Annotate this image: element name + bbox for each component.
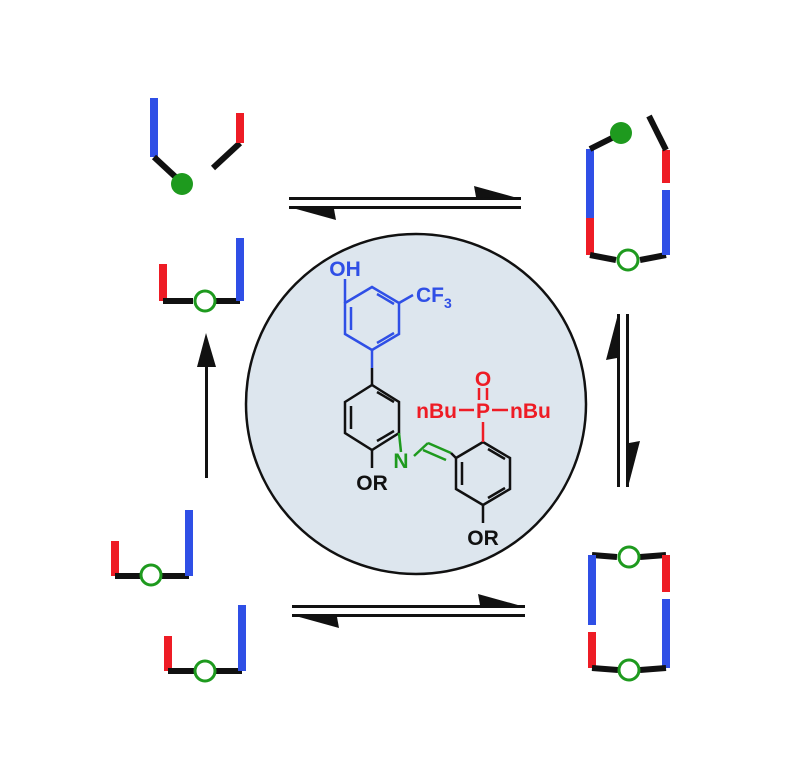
imine-node-left-upper — [193, 289, 217, 313]
monomer-u-left-lower-b — [164, 605, 246, 674]
alkoxy-label-left: OR — [356, 472, 388, 495]
phenol-ring — [343, 279, 414, 368]
butyl-label-right: nBu — [510, 400, 551, 423]
hydroxyl-label: OH — [329, 258, 361, 281]
phosphine-oxide-group — [459, 388, 508, 442]
imine-nitrogen-label: N — [393, 450, 408, 473]
imine-linker — [397, 432, 452, 462]
complex-partial-top-right — [586, 114, 670, 263]
phosphoryl-oxygen-label: O — [475, 368, 491, 391]
monomer-u-left-upper — [159, 238, 244, 304]
imine-node-top-right — [616, 248, 640, 272]
imine-node-bottom-right-top — [617, 545, 641, 569]
cf-text: CF — [416, 284, 444, 307]
cf3-subscript: 3 — [444, 295, 452, 311]
trifluoromethyl-label: CF3 — [416, 284, 452, 311]
imine-node-left-lower-b — [193, 659, 217, 683]
equilibrium-arrow-bottom — [292, 594, 525, 628]
imine-node-left-lower-a — [139, 563, 163, 587]
metal-ion-dot-top-right — [610, 122, 632, 144]
phosphorus-label: P — [476, 400, 490, 423]
reaction-arrow-left — [197, 333, 216, 478]
metal-ion-dot-top-left — [171, 173, 193, 195]
alkoxy-label-right: OR — [467, 527, 499, 550]
monomer-u-left-lower-a — [111, 510, 193, 579]
macrocycle-closed-bottom-right — [588, 552, 670, 673]
equilibrium-arrow-right — [606, 314, 640, 487]
imine-node-bottom-right-bottom — [617, 658, 641, 682]
complex-open-top-left — [150, 98, 244, 186]
equilibrium-arrow-top — [289, 186, 521, 220]
butyl-label-left: nBu — [416, 400, 457, 423]
